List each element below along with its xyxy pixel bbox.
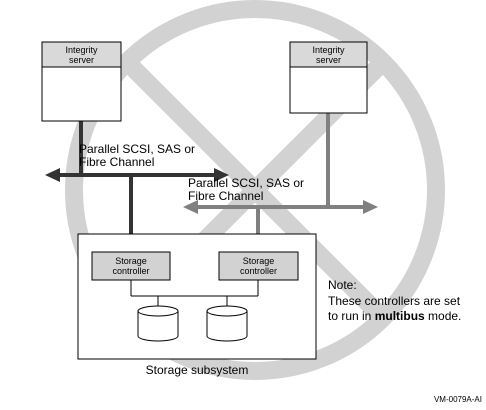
- lower-bus-left-arrowhead: [183, 200, 198, 214]
- upper-bus: [45, 168, 229, 182]
- storage-controller-left: Storage controller: [91, 251, 171, 281]
- storage-subsystem: Storage controller Storage controller St…: [77, 233, 317, 377]
- disk-icon: [206, 305, 248, 342]
- server-right-header: [289, 41, 368, 68]
- note-line2-bold: multibus: [375, 309, 425, 323]
- upper-bus-left-arrowhead: [45, 168, 60, 182]
- server-left-label-line1: Integrity: [65, 45, 98, 55]
- storage-controller-right: Storage controller: [218, 251, 299, 281]
- lower-bus-right-arrowhead: [363, 200, 378, 214]
- controller-left-label-line1: Storage: [115, 256, 147, 266]
- server-right-label-line2: server: [316, 55, 341, 65]
- note: Note: These controllers are set to run i…: [328, 278, 461, 323]
- note-line2: to run in multibus mode.: [328, 309, 461, 323]
- lower-bus-label-line2: Fibre Channel: [188, 189, 263, 203]
- storage-subsystem-label: Storage subsystem: [146, 363, 249, 377]
- upper-bus-right-arrowhead: [214, 168, 229, 182]
- server-right-label-line1: Integrity: [312, 45, 345, 55]
- lower-bus-label-line1: Parallel SCSI, SAS or: [188, 176, 304, 190]
- controller-right-label-line1: Storage: [243, 256, 275, 266]
- integrity-server-left: Integrity server: [41, 41, 122, 122]
- upper-bus-label-line2: Fibre Channel: [79, 155, 154, 169]
- note-heading: Note:: [328, 278, 357, 292]
- lower-bus: [183, 200, 378, 214]
- server-left-label-line2: server: [69, 55, 94, 65]
- controller-left-label-line2: controller: [112, 266, 149, 276]
- note-line1: These controllers are set: [328, 294, 461, 308]
- server-left-header: [41, 41, 122, 68]
- note-line2-prefix: to run in: [328, 309, 375, 323]
- figure-id: VM-0079A-AI: [434, 395, 482, 404]
- upper-bus-label-line1: Parallel SCSI, SAS or: [79, 142, 195, 156]
- integrity-server-right: Integrity server: [289, 41, 368, 114]
- note-line2-suffix: mode.: [425, 309, 462, 323]
- prohibition-circle: [65, 0, 445, 380]
- controller-right-label-line2: controller: [240, 266, 277, 276]
- disk-icon: [137, 305, 179, 342]
